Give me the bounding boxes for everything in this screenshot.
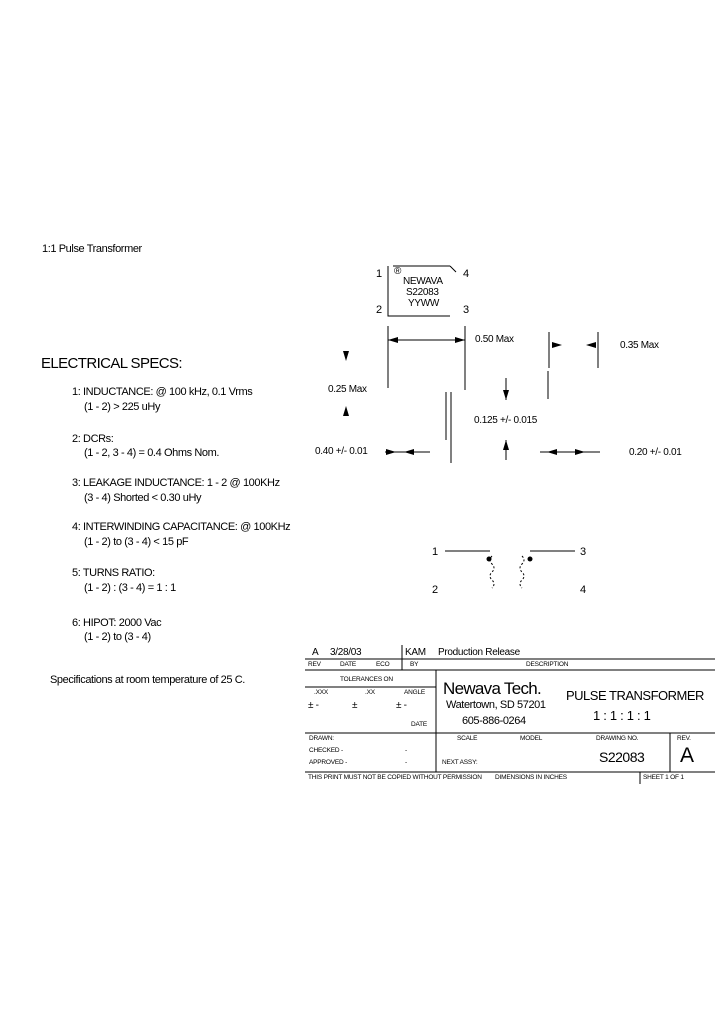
tol-pm-2: ± — [352, 700, 358, 711]
dim-width-label: 0.50 Max — [475, 334, 514, 345]
dim-side-lead-label: 0.20 +/- 0.01 — [629, 447, 682, 458]
model-label: MODEL — [520, 735, 543, 742]
schematic-pin-1: 1 — [432, 546, 438, 558]
col-eco: ECO — [376, 661, 390, 668]
dim-lead-length-label: 0.40 +/- 0.01 — [315, 446, 368, 457]
specs-heading: ELECTRICAL SPECS: — [41, 355, 183, 372]
winding-1-coil — [489, 555, 495, 589]
next-assy-label: NEXT ASSY: — [442, 759, 478, 766]
dim-side-width-label: 0.35 Max — [620, 340, 659, 351]
part-title: PULSE TRANSFORMER — [566, 688, 704, 703]
rev-label: REV. — [677, 735, 691, 742]
dim-height-label: 0.25 Max — [328, 384, 367, 395]
scale-label: SCALE — [457, 735, 478, 742]
units-notice: DIMENSIONS IN INCHES — [495, 774, 567, 781]
checked-label: CHECKED - — [309, 747, 343, 754]
approved-label: APPROVED - — [309, 759, 348, 766]
spec-1-detail: (1 - 2) > 225 uHy — [84, 401, 161, 413]
company-name: Newava Tech. — [443, 679, 542, 698]
rev-by: KAM — [405, 647, 426, 658]
company-phone: 605-886-0264 — [462, 715, 526, 727]
pin-4-label: 4 — [463, 268, 469, 280]
tol-xx: .XX — [365, 689, 375, 696]
schematic-pin-4: 4 — [580, 584, 586, 596]
page-title: 1:1 Pulse Transformer — [42, 243, 142, 255]
spec-2-title: 2: DCRs: — [72, 433, 114, 445]
copy-notice: THIS PRINT MUST NOT BE COPIED WITHOUT PE… — [308, 774, 482, 781]
spec-5-title: 5: TURNS RATIO: — [72, 567, 155, 579]
sheet-label: SHEET 1 OF 1 — [643, 774, 684, 781]
arrowheads — [343, 337, 596, 562]
drawing-number: S22083 — [599, 749, 645, 765]
pin-1-label: 1 — [376, 268, 382, 280]
company-city: Watertown, SD 57201 — [446, 699, 546, 711]
spec-3-title: 3: LEAKAGE INDUCTANCE: 1 - 2 @ 100KHz — [72, 477, 280, 489]
col-rev: REV — [308, 661, 321, 668]
col-date: DATE — [340, 661, 357, 668]
tol-pm-3: ± - — [396, 700, 407, 711]
package-outline-left — [387, 266, 450, 317]
pin-2-label: 2 — [376, 304, 382, 316]
spec-4-detail: (1 - 2) to (3 - 4) < 15 pF — [84, 536, 189, 548]
tolerances-label: TOLERANCES ON — [340, 676, 393, 683]
turns-ratio: 1 : 1 : 1 : 1 — [593, 708, 651, 723]
checked-dash: - — [405, 747, 407, 754]
revision-letter: A — [680, 744, 695, 767]
tol-xxx: .XXX — [314, 689, 329, 696]
drawn-label: DRAWN: — [309, 735, 334, 742]
schematic-pin-3: 3 — [580, 546, 586, 558]
dim-lead-pitch-label: 0.125 +/- 0.015 — [474, 415, 538, 426]
col-description: DESCRIPTION — [526, 661, 569, 668]
approved-dash: - — [405, 759, 407, 766]
package-mark-1: NEWAVA — [403, 276, 443, 287]
tol-angle: ANGLE — [404, 689, 426, 696]
rev-date: 3/28/03 — [330, 647, 362, 658]
spec-4-title: 4: INTERWINDING CAPACITANCE: @ 100KHz — [72, 521, 291, 533]
spec-2-detail: (1 - 2, 3 - 4) = 0.4 Ohms Nom. — [84, 447, 220, 459]
spec-3-detail: (3 - 4) Shorted < 0.30 uHy — [84, 492, 202, 504]
rev-letter: A — [312, 647, 319, 658]
package-mark-2: S22083 — [406, 287, 439, 298]
package-mark-3: YYWW — [408, 298, 440, 309]
col-by: BY — [410, 661, 419, 668]
rev-description: Production Release — [438, 647, 520, 658]
specs-footnote: Specifications at room temperature of 25… — [50, 674, 245, 686]
tol-pm-1: ± - — [308, 700, 319, 711]
spec-5-detail: (1 - 2) : (3 - 4) = 1 : 1 — [84, 582, 176, 594]
spec-6-detail: (1 - 2) to (3 - 4) — [84, 631, 151, 643]
schematic-pin-2: 2 — [432, 584, 438, 596]
package-corner — [449, 265, 457, 273]
pin-3-label: 3 — [463, 304, 469, 316]
pin-1-dot: ® — [394, 266, 402, 277]
winding-2-coil — [519, 555, 525, 589]
date-label: DATE — [411, 721, 428, 728]
spec-6-title: 6: HIPOT: 2000 Vac — [72, 617, 162, 629]
spec-1-title: 1: INDUCTANCE: @ 100 kHz, 0.1 Vrms — [72, 386, 253, 398]
drawing-no-label: DRAWING NO. — [596, 735, 639, 742]
